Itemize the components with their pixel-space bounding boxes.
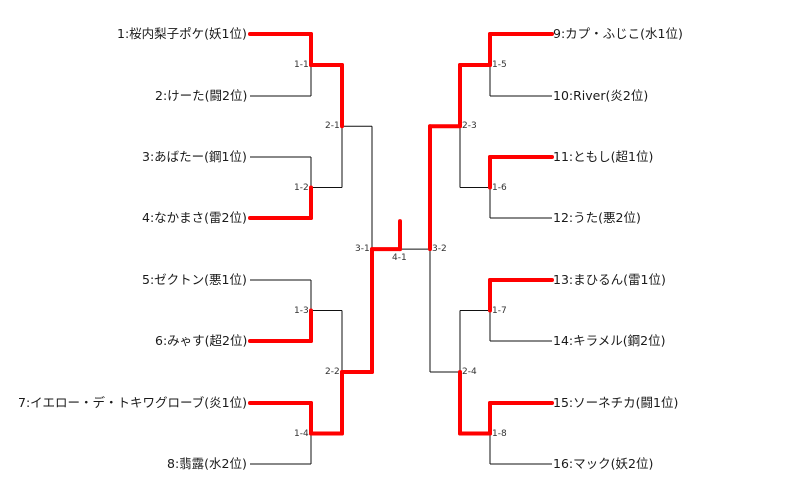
match-label-1-7: 1-7 (492, 305, 507, 316)
match-label-2-3: 2-3 (462, 121, 477, 132)
match-label-3-1: 3-1 (355, 244, 370, 255)
player-label: 7:イエロー・デ・トキワグローブ(炎1位) (18, 395, 247, 410)
player-label: 4:なかまさ(雷2位) (142, 210, 247, 225)
match-label-2-1: 2-1 (325, 121, 340, 132)
match-label-2-4: 2-4 (462, 367, 477, 377)
player-label: 1:桜内梨子ポケ(妖1位) (117, 26, 247, 41)
player-label: 3:あばたー(鋼1位) (142, 149, 247, 164)
player-label: 14:キラメル(鋼2位) (553, 333, 666, 348)
match-label-3-2: 3-2 (432, 244, 447, 255)
match-label-1-6: 1-6 (492, 182, 507, 193)
player-label: 5:ゼクトン(悪1位) (142, 272, 247, 287)
player-label: 2:けーた(闘2位) (155, 88, 248, 103)
player-label: 13:まひるん(雷1位) (553, 272, 666, 287)
match-label-1-1: 1-1 (294, 60, 309, 70)
match-label-1-8: 1-8 (492, 428, 507, 439)
match-label-1-3: 1-3 (294, 305, 309, 316)
player-label: 15:ソーネチカ(闘1位) (553, 395, 679, 410)
match-label-1-2: 1-2 (294, 182, 309, 193)
match-label-2-2: 2-2 (325, 367, 340, 377)
player-label: 16:マック(妖2位) (553, 456, 654, 471)
player-label: 8:翡露(水2位) (167, 456, 247, 471)
player-label: 9:カプ・ふじこ(水1位) (553, 26, 683, 41)
match-label-4-1: 4-1 (392, 253, 407, 264)
player-label: 11:ともし(超1位) (553, 149, 654, 164)
player-label: 6:みゃす(超2位) (155, 333, 248, 348)
player-label: 10:River(炎2位) (553, 88, 649, 103)
match-label-1-5: 1-5 (492, 60, 507, 70)
player-label: 12:うた(悪2位) (553, 210, 641, 225)
match-label-1-4: 1-4 (294, 428, 309, 439)
